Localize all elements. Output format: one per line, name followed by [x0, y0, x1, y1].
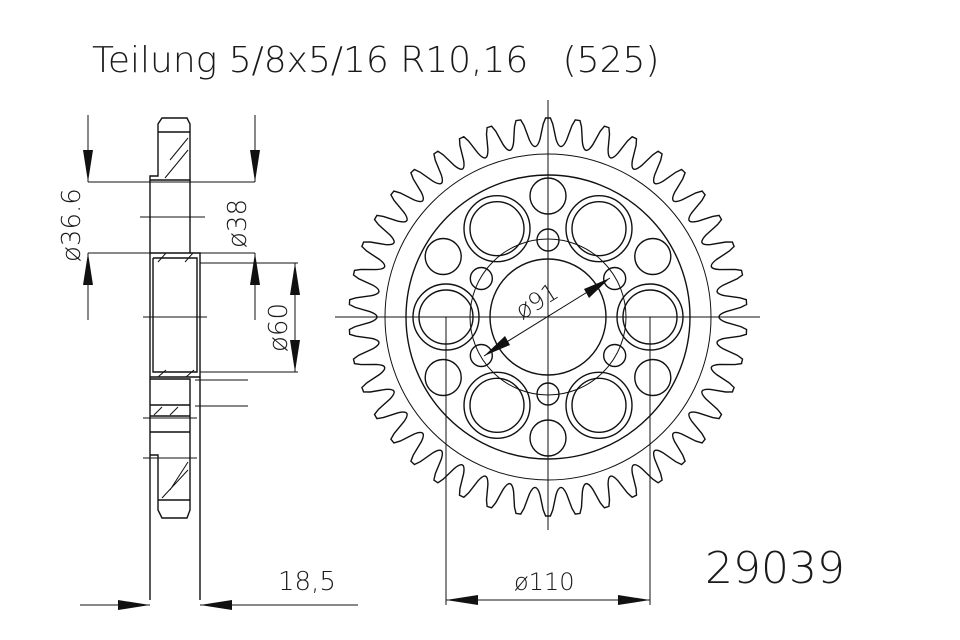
lightening-hole-large-inner: [469, 200, 525, 257]
dim-38: ø38: [223, 199, 253, 248]
lightening-hole-medium: [634, 237, 672, 276]
sprocket-teeth: [348, 117, 748, 517]
lightening-hole-large-inner: [571, 377, 627, 434]
lightening-hole-large: [463, 371, 531, 440]
bolt-hole: [469, 266, 494, 291]
lightening-hole-medium: [634, 358, 672, 397]
dim-18-5: 18,5: [278, 567, 336, 597]
dim-91: ø91: [510, 277, 563, 325]
lightening-hole-large-inner: [571, 200, 627, 257]
part-number: 29039: [705, 543, 845, 594]
lightening-hole-large: [565, 194, 633, 263]
lightening-hole-large: [565, 371, 633, 440]
lightening-hole-medium: [424, 358, 462, 397]
bolt-hole: [602, 266, 627, 291]
lightening-hole-medium: [424, 237, 462, 276]
dim-36-6: ø36.6: [57, 188, 87, 262]
bolt-hole: [602, 343, 627, 368]
title: Teilung 5/8x5/16 R10,16 (525): [92, 40, 659, 81]
lightening-hole-large: [463, 194, 531, 263]
dim-60: ø60: [264, 303, 294, 352]
side-view: ø36.6 ø38 ø60 18,5: [57, 115, 358, 610]
front-view: ø91 ø110: [335, 100, 760, 605]
bolt-hole: [469, 343, 494, 368]
dim-110: ø110: [514, 568, 575, 596]
lightening-hole-large-inner: [469, 377, 525, 434]
